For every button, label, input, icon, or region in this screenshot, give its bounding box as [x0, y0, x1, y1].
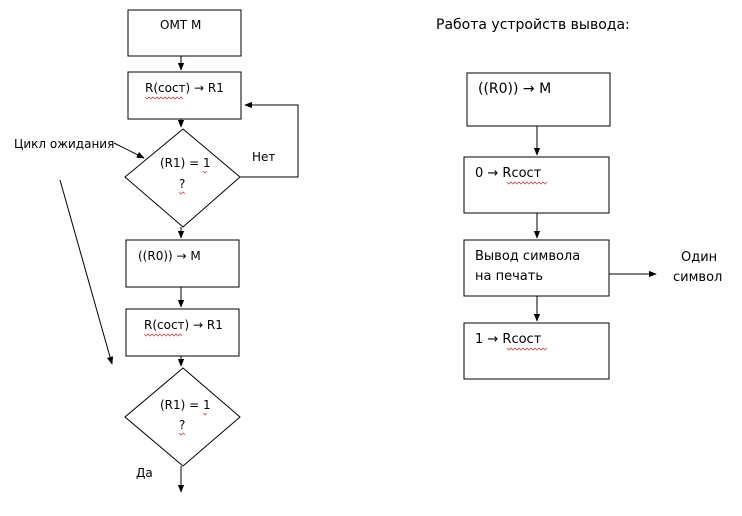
rsost-to-r1-box-1 [127, 71, 242, 120]
output-devices-title: Работа устройств вывода: [436, 17, 630, 33]
spellcheck-underline [178, 191, 186, 195]
wait-cycle-label: Цикл ожидания [14, 137, 114, 151]
no-loop-arrow [240, 101, 299, 178]
right-zero-to-rsost-box [463, 156, 610, 214]
right-one-to-rsost-label: 1 → Rсост [475, 332, 542, 347]
decision1-label-line1: (R1) = 1 [160, 156, 211, 170]
right-print-symbol-box [463, 239, 610, 297]
right-print-symbol-label-line2: на печать [475, 269, 543, 284]
spellcheck-underline [202, 412, 208, 416]
right-one-to-rsost-box [463, 322, 610, 380]
right-print-symbol-label-line1: Вывод символа [475, 249, 580, 264]
wait-cycle-pointer [113, 142, 145, 159]
omt-box [127, 9, 242, 57]
decision2-label-line1: (R1) = 1 [160, 398, 211, 412]
decision1-label-line2: ? [179, 177, 185, 191]
decision-diamond-2 [124, 367, 241, 467]
rsost-to-r1-label-1: R(сост) → R1 [145, 81, 224, 95]
one-symbol-label-line2: символ [673, 270, 722, 285]
omt-box-label: ОМТ М [160, 18, 201, 32]
right-r0-to-m-label: ((R0)) → M [478, 81, 551, 97]
spellcheck-underline [143, 333, 183, 337]
rsost-to-r1-box-2 [125, 308, 240, 357]
one-symbol-label-line1: Один [681, 250, 717, 265]
spellcheck-underline [506, 181, 548, 185]
r0-to-m-box [125, 239, 240, 288]
wait-cycle-bracket-arrow [59, 179, 114, 365]
spellcheck-underline [178, 432, 186, 436]
spellcheck-underline [202, 170, 208, 174]
rsost-to-r1-label-2: R(сост) → R1 [144, 318, 223, 332]
spellcheck-underline [506, 347, 548, 351]
r0-to-m-label: ((R0)) → M [138, 249, 201, 263]
right-r0-to-m-box [466, 72, 611, 127]
spellcheck-underline [144, 96, 184, 100]
yes-label: Да [136, 466, 153, 480]
decision-diamond-1 [124, 128, 241, 228]
right-zero-to-rsost-label: 0 → Rсост [475, 166, 542, 181]
decision2-label-line2: ? [179, 418, 185, 432]
no-label: Нет [252, 150, 275, 164]
